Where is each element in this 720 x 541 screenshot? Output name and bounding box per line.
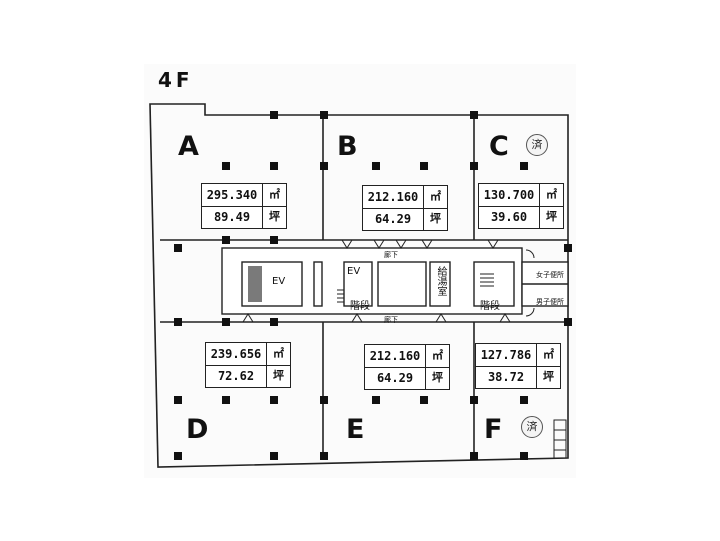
unit-f-letter: F bbox=[484, 414, 503, 445]
unit-c-letter: C bbox=[489, 131, 509, 162]
corridor-top-label: 廊下 bbox=[384, 251, 398, 259]
structural-columns bbox=[174, 111, 572, 460]
elevator-large-label: EV bbox=[272, 276, 286, 287]
unit-e-area-box: 212.160 ㎡ 64.29 坪 bbox=[364, 344, 450, 390]
tsubo-unit-label: 坪 bbox=[539, 206, 563, 228]
m2-unit-label: ㎡ bbox=[262, 184, 286, 206]
mens-wc-label: 男子便所 bbox=[536, 298, 564, 306]
area-tsubo-value: 72.62 bbox=[217, 369, 255, 383]
area-tsubo-value: 38.72 bbox=[487, 370, 525, 384]
area-tsubo-value: 64.29 bbox=[376, 371, 414, 385]
area-m2-value: 130.700 bbox=[483, 188, 535, 202]
unit-d-area-box: 239.656 ㎡ 72.62 坪 bbox=[205, 342, 291, 388]
m2-unit-label: ㎡ bbox=[266, 343, 290, 365]
stairs-left-label: 階段 bbox=[350, 301, 370, 312]
elevator-small-label: EV bbox=[347, 266, 361, 277]
stairs-right-label: 階段 bbox=[480, 301, 500, 312]
tsubo-unit-label: 坪 bbox=[425, 367, 449, 389]
unit-a-letter: A bbox=[178, 131, 199, 162]
area-m2-value: 295.340 bbox=[206, 188, 258, 202]
area-m2-value: 212.160 bbox=[367, 190, 419, 204]
m2-unit-label: ㎡ bbox=[423, 186, 447, 208]
unit-f-status-badge: 済 bbox=[521, 416, 543, 438]
unit-b-letter: B bbox=[337, 131, 358, 162]
area-m2-value: 212.160 bbox=[369, 349, 421, 363]
unit-b-area-box: 212.160 ㎡ 64.29 坪 bbox=[362, 185, 448, 231]
unit-e-letter: E bbox=[346, 414, 365, 445]
tsubo-unit-label: 坪 bbox=[423, 208, 447, 230]
area-m2-value: 239.656 bbox=[210, 347, 262, 361]
unit-a-area-box: 295.340 ㎡ 89.49 坪 bbox=[201, 183, 287, 229]
unit-c-area-box: 130.700 ㎡ 39.60 坪 bbox=[478, 183, 564, 229]
unit-d-letter: D bbox=[186, 414, 209, 445]
m2-unit-label: ㎡ bbox=[536, 344, 560, 366]
area-tsubo-value: 89.49 bbox=[213, 210, 251, 224]
tsubo-unit-label: 坪 bbox=[262, 206, 286, 228]
elevator-small bbox=[343, 261, 373, 307]
unit-c-status-badge: 済 bbox=[526, 134, 548, 156]
elevator-shaft-fill bbox=[248, 266, 262, 302]
area-tsubo-value: 39.60 bbox=[490, 210, 528, 224]
area-tsubo-value: 64.29 bbox=[374, 212, 412, 226]
area-m2-value: 127.786 bbox=[480, 348, 532, 362]
kitchen-room bbox=[429, 261, 451, 307]
corridor-bottom-label: 廊下 bbox=[384, 316, 398, 324]
tsubo-unit-label: 坪 bbox=[536, 366, 560, 388]
unit-f-area-box: 127.786 ㎡ 38.72 坪 bbox=[475, 343, 561, 389]
m2-unit-label: ㎡ bbox=[539, 184, 563, 206]
womens-wc-label: 女子便所 bbox=[536, 271, 564, 279]
tsubo-unit-label: 坪 bbox=[266, 365, 290, 387]
floor-label: 4F bbox=[158, 68, 194, 92]
kitchen-label: 給湯室 bbox=[435, 266, 446, 296]
m2-unit-label: ㎡ bbox=[425, 345, 449, 367]
stairs-right-room bbox=[473, 261, 515, 307]
